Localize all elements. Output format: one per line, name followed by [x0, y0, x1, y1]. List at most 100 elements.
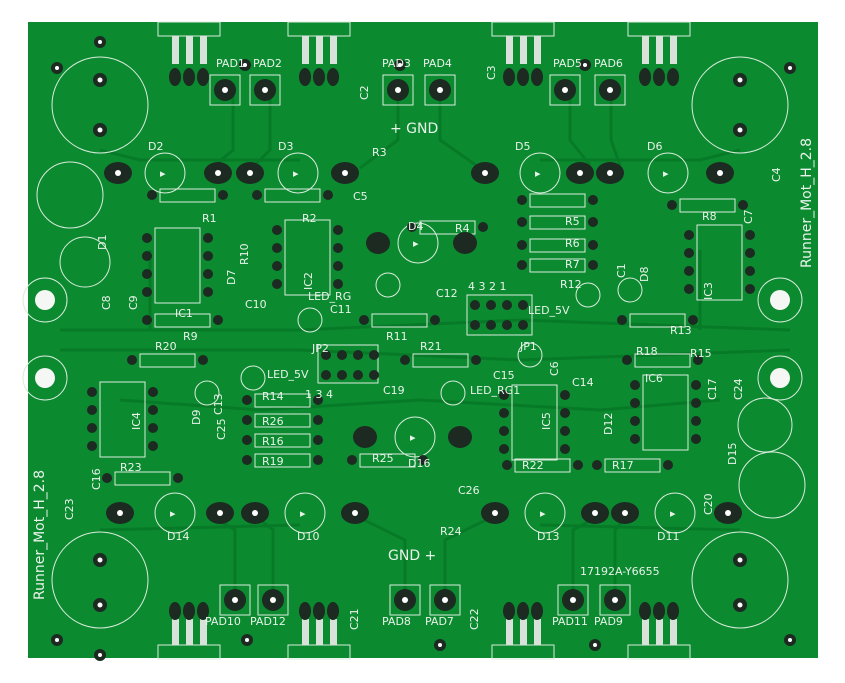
resistor-pad — [347, 455, 357, 465]
silkscreen-label: R6 — [565, 237, 580, 250]
resistor-pad — [313, 455, 323, 465]
trace — [359, 95, 400, 170]
diode-symbol: ▸ — [160, 167, 166, 180]
ic-pin — [499, 390, 509, 400]
silkscreen-label: R14 — [262, 390, 284, 403]
ic-pin — [272, 225, 282, 235]
ic-pin — [148, 441, 158, 451]
header-pin — [353, 370, 363, 380]
diode-symbol: ▸ — [663, 167, 669, 180]
trace — [359, 516, 407, 600]
transistor-lead — [534, 619, 541, 645]
silkscreen-label: D9 — [190, 410, 203, 425]
pad-outline — [424, 74, 456, 106]
resistor-pad — [323, 190, 333, 200]
silkscreen-label: R9 — [183, 330, 198, 343]
ic-pin — [272, 279, 282, 289]
resistor-pad — [142, 315, 152, 325]
resistor-pad — [313, 435, 323, 445]
ic-pin — [142, 287, 152, 297]
capacitor-outline — [737, 397, 793, 453]
transistor-pad — [327, 602, 339, 620]
resistor-outline — [529, 193, 586, 208]
silkscreen-label: PAD6 — [594, 57, 623, 70]
transistor-lead — [172, 36, 179, 64]
ic-pin — [691, 434, 701, 444]
resistor-pad — [588, 217, 598, 227]
header-pin — [369, 350, 379, 360]
resistor-outline — [114, 471, 171, 486]
resistor-outline — [419, 220, 476, 235]
ic-pin — [745, 248, 755, 258]
silkscreen-label: R3 — [372, 146, 387, 159]
diode-outline — [277, 152, 319, 194]
diode-outline — [397, 222, 439, 264]
silkscreen-label: C26 — [458, 484, 480, 497]
silkscreen-label: R21 — [420, 340, 442, 353]
silkscreen-label: 1 3 4 — [305, 388, 333, 401]
ic-pin — [272, 243, 282, 253]
silkscreen-label: R12 — [560, 278, 582, 291]
trace — [568, 95, 592, 166]
mounting-hole — [35, 290, 55, 310]
pad-outline — [219, 584, 251, 616]
drill-hole — [562, 87, 568, 93]
header-pin — [486, 320, 496, 330]
transistor-pad — [639, 68, 651, 86]
silkscreen-label: R17 — [612, 459, 634, 472]
transistor-pad — [299, 68, 311, 86]
capacitor-outline — [691, 531, 789, 629]
header-pin — [502, 320, 512, 330]
silkscreen-label: C7 — [742, 209, 755, 224]
resistor-pad — [517, 195, 527, 205]
drill-hole — [583, 63, 587, 67]
resistor-pad — [617, 315, 627, 325]
drill-hole — [622, 510, 628, 516]
silkscreen-label: D15 — [726, 443, 739, 465]
led-outline — [517, 342, 543, 368]
silkscreen-label: LED_RG1 — [470, 384, 520, 397]
drill-hole — [97, 127, 103, 133]
silkscreen-label: C5 — [353, 190, 368, 203]
silkscreen-label: C24 — [732, 378, 745, 400]
silkscreen-label: R10 — [238, 243, 251, 265]
resistor-pad — [592, 460, 602, 470]
ic-pin — [203, 233, 213, 243]
drill-hole — [737, 127, 743, 133]
power-pad — [366, 232, 390, 254]
silkscreen-label: C17 — [706, 378, 719, 400]
ic-pin — [560, 444, 570, 454]
ic-pin — [142, 251, 152, 261]
transistor-pad — [183, 602, 195, 620]
mounting-hole — [35, 368, 55, 388]
silkscreen-label: C25 — [215, 418, 228, 440]
ic-pin — [684, 284, 694, 294]
ic-pin — [203, 269, 213, 279]
drill-hole — [788, 66, 792, 70]
silkscreen-label: D10 — [297, 530, 319, 543]
header-pin — [470, 320, 480, 330]
resistor-pad — [313, 395, 323, 405]
ic-pin — [560, 408, 570, 418]
ic-pin — [684, 230, 694, 240]
silkscreen-label: R1 — [202, 212, 217, 225]
drill-hole — [725, 510, 731, 516]
header-pin — [518, 320, 528, 330]
ic-pin — [684, 266, 694, 276]
mounting-ring — [22, 355, 68, 401]
silkscreen-label: R7 — [565, 258, 580, 271]
drill-hole — [270, 597, 276, 603]
transistor-pad — [169, 68, 181, 86]
led-outline — [575, 282, 601, 308]
ic-pin — [684, 248, 694, 258]
led-outline — [375, 272, 401, 298]
components-layer — [35, 36, 796, 661]
silkscreen-label: + GND — [390, 121, 438, 137]
ic-pin — [630, 416, 640, 426]
silkscreen-label: JP1 — [519, 340, 537, 353]
silkscreen-label: IC1 — [175, 307, 193, 320]
drill-hole — [55, 66, 59, 70]
resistor-pad — [242, 395, 252, 405]
header-pin — [321, 350, 331, 360]
header-pin — [321, 370, 331, 380]
